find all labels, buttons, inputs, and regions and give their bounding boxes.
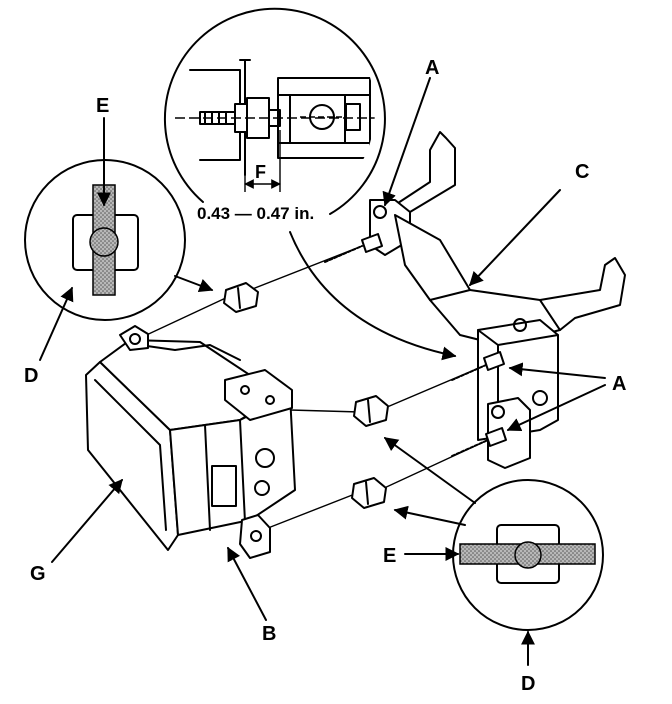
label-b: B [262, 623, 276, 645]
arrow-right-circle-to-clip2 [393, 505, 466, 526]
label-f: F [255, 162, 266, 182]
clip-2 [353, 395, 389, 427]
dimension-text: 0.43 — 0.47 in. [197, 204, 314, 223]
curved-leader-arrow [289, 231, 457, 361]
leader-a-right-1 [508, 362, 606, 379]
label-d-right: D [521, 673, 535, 695]
label-a-top: A [425, 57, 439, 79]
detail-circle-clearance: F 0.43 — 0.47 in. [163, 7, 386, 223]
leader-a-top [382, 77, 431, 207]
leader-b [227, 546, 267, 621]
arrow-left-circle-to-clip [174, 275, 214, 293]
leader-g [51, 478, 123, 563]
label-a-right: A [612, 373, 626, 395]
control-unit-g [85, 325, 296, 559]
label-e-left: E [96, 95, 109, 117]
label-d-left: D [24, 365, 38, 387]
leader-a-right-2 [506, 384, 606, 432]
arrow-right-circle-to-clip1 [383, 437, 476, 504]
mounting-bracket-c [369, 131, 626, 469]
leader-c [469, 189, 561, 287]
label-c: C [575, 161, 589, 183]
clip-3 [351, 477, 387, 509]
clip-1 [223, 282, 259, 313]
label-e-right: E [383, 545, 396, 567]
detail-circle-right [452, 479, 604, 631]
arrow-d-left [39, 286, 74, 361]
label-g: G [30, 563, 46, 585]
